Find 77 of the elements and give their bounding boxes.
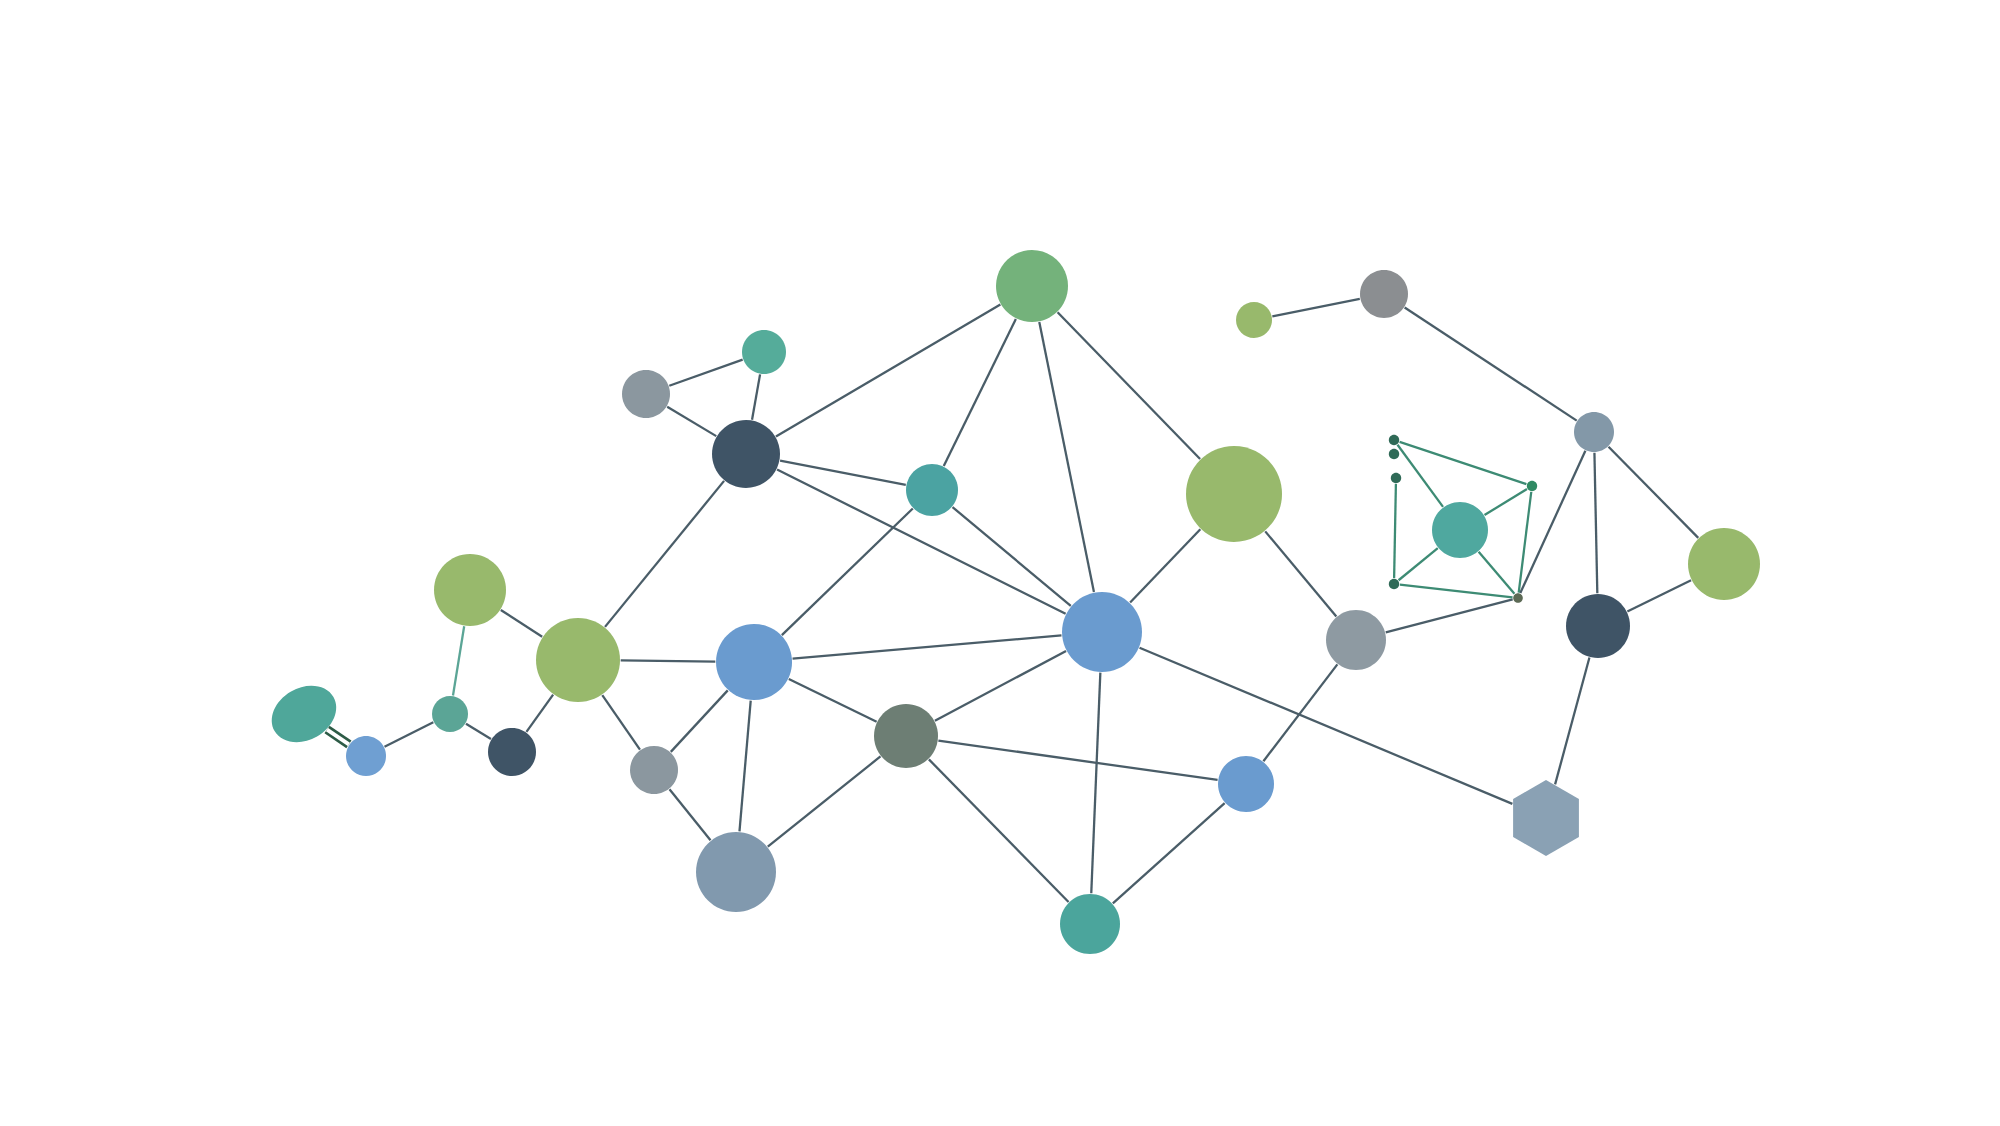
circle-node [1574,412,1614,452]
circle-node [536,618,620,702]
connector-line [779,459,906,487]
connector-line [1483,488,1528,516]
circle-node [488,728,536,776]
connector-line [604,480,725,628]
connector-line [1038,321,1096,593]
connector-line [1272,297,1360,318]
connector-line [1393,483,1398,579]
connector-line [775,303,1001,438]
connector-line [666,405,717,438]
connector-line [1264,530,1338,618]
circle-node [712,420,780,488]
circle-node [1566,594,1630,658]
connector-line [942,318,1017,467]
connector-line [738,700,752,832]
circle-node [1186,446,1282,542]
circle-node [906,464,958,516]
connector-line [767,755,882,848]
connector-line [500,609,543,638]
circle-node [1236,302,1272,338]
connector-line [951,506,1072,607]
circle-node [346,736,386,776]
connector-line [451,626,466,696]
circle-node [1432,502,1488,558]
connector-line [1090,672,1102,894]
connector-line [1607,445,1700,539]
connector-line [668,358,743,387]
circle-node [1360,270,1408,318]
circle-node [742,330,786,374]
connector-line [792,634,1062,660]
connector-line [1517,491,1533,593]
connector-line [1129,528,1202,604]
connector-line [1519,450,1587,594]
connector-line [776,468,1067,615]
circle-node [1218,756,1274,812]
hexagon-node [1513,780,1579,856]
circle-node [874,704,938,768]
circle-node [1326,610,1386,670]
connector-line [1397,547,1439,582]
circle-node [1062,592,1142,672]
circle-node [432,696,468,732]
connector-line [1399,583,1513,599]
circle-node [622,370,670,418]
connector-line [1593,452,1599,594]
connector-line [620,659,716,663]
connector-line [938,739,1218,782]
connector-line [465,722,492,741]
circle-node [696,832,776,912]
circle-node [1060,894,1120,954]
circle-node [996,250,1068,322]
connector-line [1396,444,1444,508]
connector-line [1554,657,1591,785]
connector-line [750,374,762,420]
connector-line [788,677,878,723]
connector-line [1112,802,1226,905]
connector-line [928,758,1070,903]
connector-line [525,694,555,733]
connector-line [1626,579,1692,613]
circle-node [716,624,792,700]
circle-node [434,554,506,626]
connector-line [1477,551,1516,595]
connector-line [668,788,712,841]
connector-line [934,650,1067,722]
connector-line [601,694,641,751]
connector-line [1399,440,1527,486]
connector-line [781,507,914,636]
connector-line [669,689,729,753]
connector-line [1262,663,1339,762]
connector-line [1404,306,1578,422]
circle-node [1688,528,1760,600]
connector-line [1385,598,1513,634]
connector-line [384,721,434,748]
circle-node [630,746,678,794]
connector-line [1056,311,1201,460]
connector-line [1139,646,1513,805]
double-line [324,725,352,749]
